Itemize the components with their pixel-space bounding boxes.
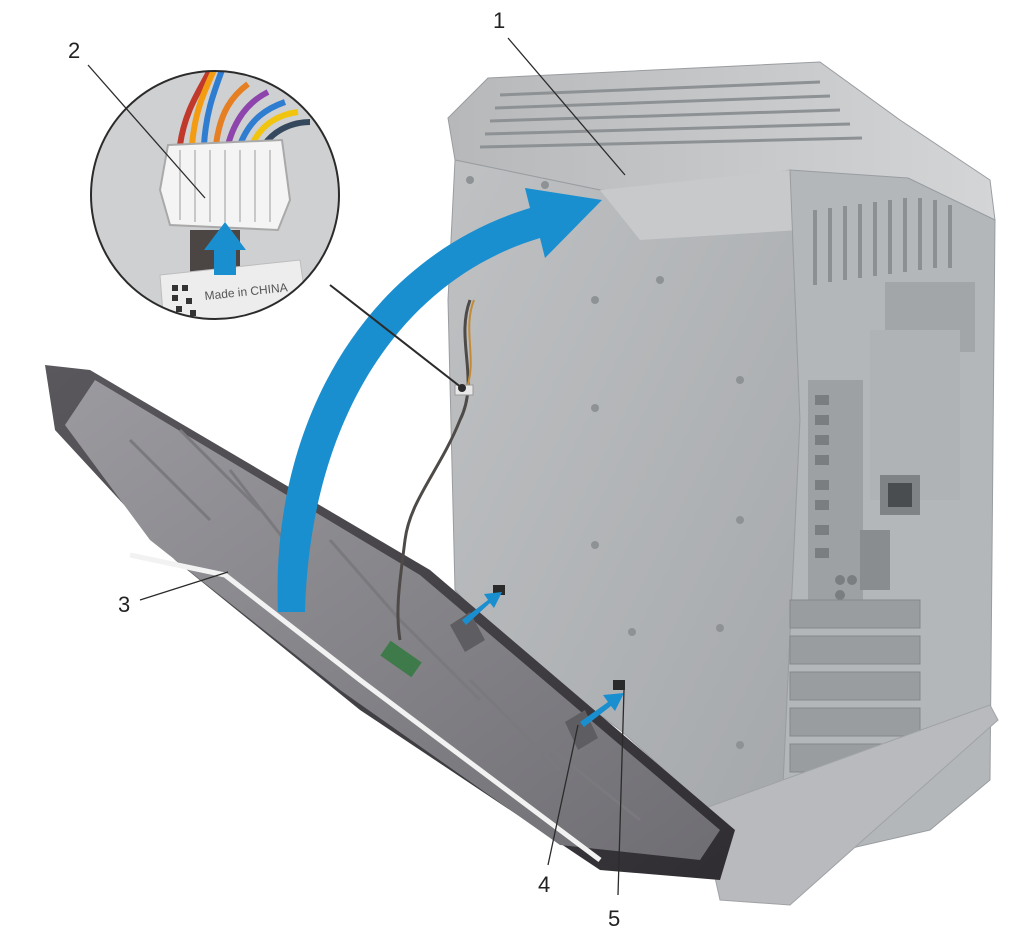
- chassis-slot-upper: [493, 585, 505, 595]
- insert-arrow-upper-icon: [462, 592, 502, 625]
- callout-line-2: [87, 64, 206, 199]
- inset-qr-code: [172, 285, 196, 316]
- cable-wires: [465, 299, 475, 391]
- front-bezel-ribs: [128, 428, 641, 822]
- computer-chassis: [447, 61, 999, 906]
- callout-line-5: [617, 689, 625, 896]
- chassis-back-fins: [813, 198, 952, 285]
- chassis-stand: [699, 704, 999, 906]
- callout-line-1: [507, 37, 626, 176]
- inset-leader-line: [329, 284, 463, 389]
- callout-line-3: [139, 571, 229, 601]
- callout-5: 5: [608, 906, 620, 931]
- chassis-io-area: [808, 380, 863, 610]
- cable: [396, 299, 472, 641]
- inset-up-arrow-icon: [204, 222, 246, 275]
- front-bezel: [45, 365, 735, 880]
- chassis-screw-holes: [466, 176, 744, 749]
- callout-line-4: [547, 724, 579, 866]
- front-bezel-board: [380, 640, 422, 678]
- insert-arrow-lower-icon: [580, 693, 624, 727]
- callout-1: 1: [493, 8, 505, 33]
- inset-wires: [177, 71, 311, 147]
- curved-arrow-icon: [277, 188, 602, 612]
- callout-3: 3: [118, 592, 130, 617]
- front-bezel-trim: [129, 552, 602, 862]
- inset-magnifier: Made in CHINA XX: [90, 70, 340, 325]
- callout-4: 4: [538, 872, 550, 897]
- front-bezel-tab-lower: [565, 710, 598, 750]
- callout-lines: [87, 37, 626, 896]
- front-bezel-inner: [65, 380, 720, 860]
- chassis-side-bevel: [600, 170, 800, 240]
- inset-barcode-text: XX: [259, 311, 276, 325]
- front-bezel-tab-upper: [450, 612, 485, 652]
- chassis-top-vents: [479, 80, 863, 149]
- callout-2: 2: [68, 38, 80, 63]
- chassis-io-ports: [815, 395, 857, 600]
- chassis-psu-mesh: [870, 330, 960, 500]
- chassis-slot-lower: [613, 680, 625, 690]
